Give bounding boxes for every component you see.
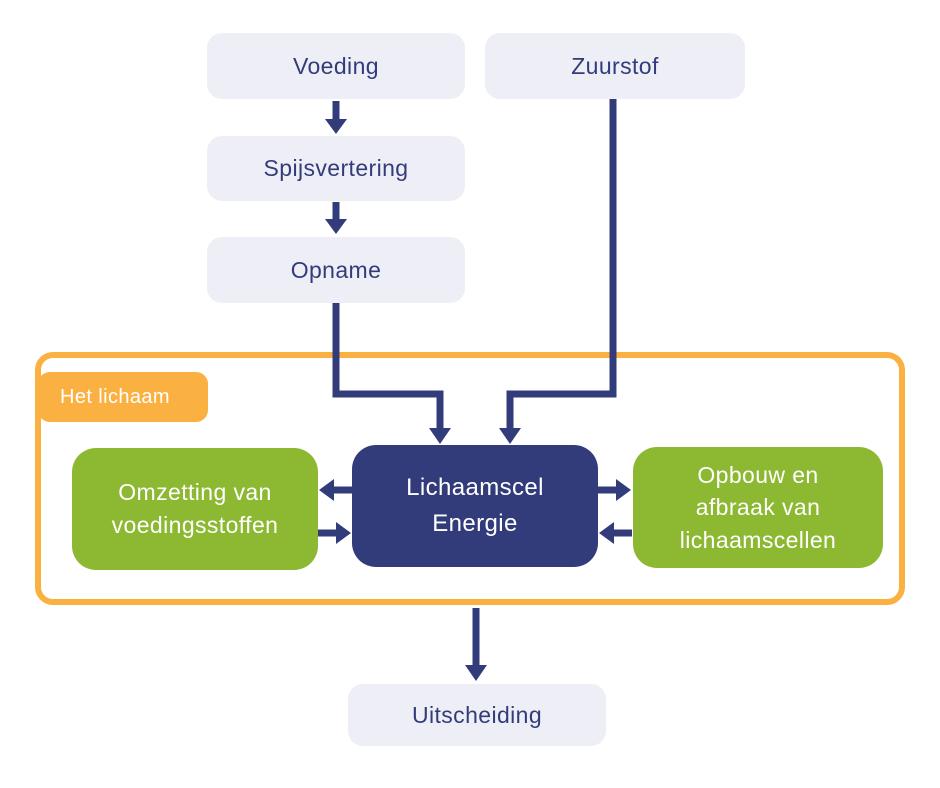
node-opbouw-line2: afbraak van bbox=[695, 494, 821, 521]
node-uitscheiding: Uitscheiding bbox=[348, 684, 606, 746]
node-opname-label: Opname bbox=[290, 256, 382, 283]
node-opbouw-line1: Opbouw en bbox=[697, 461, 819, 488]
arrow-voeding-to-spijsvertering bbox=[325, 101, 347, 134]
node-lichaamscel-line1: Lichaamscel bbox=[406, 474, 544, 501]
body-container-label: Het lichaam bbox=[60, 385, 170, 408]
node-zuurstof: Zuurstof bbox=[485, 33, 745, 99]
arrow-lichaam-to-uitscheiding bbox=[465, 608, 487, 681]
node-lichaamscel-energie: Lichaamscel Energie bbox=[352, 445, 598, 567]
node-opbouw-line3: lichaamscellen bbox=[679, 526, 837, 553]
arrow-spijsvertering-to-opname bbox=[325, 202, 347, 234]
node-uitscheiding-label: Uitscheiding bbox=[411, 701, 543, 728]
node-omzetting-van-voedingsstoffen: Omzetting van voedingsstoffen bbox=[72, 448, 318, 570]
node-lichaamscel-line2: Energie bbox=[432, 510, 518, 537]
node-voeding: Voeding bbox=[207, 33, 465, 99]
node-spijsvertering-label: Spijsvertering bbox=[263, 155, 409, 181]
node-opbouw-en-afbraak: Opbouw en afbraak van lichaamscellen bbox=[633, 447, 883, 568]
node-spijsvertering: Spijsvertering bbox=[207, 136, 465, 201]
node-omzetting-line2: voedingsstoffen bbox=[111, 512, 279, 538]
node-zuurstof-label: Zuurstof bbox=[571, 52, 659, 79]
node-voeding-label: Voeding bbox=[293, 52, 379, 79]
node-opname: Opname bbox=[207, 237, 465, 303]
body-container-tab: Het lichaam bbox=[38, 372, 208, 422]
body-container-outline bbox=[35, 352, 905, 605]
node-omzetting-line1: Omzetting van bbox=[118, 479, 272, 506]
